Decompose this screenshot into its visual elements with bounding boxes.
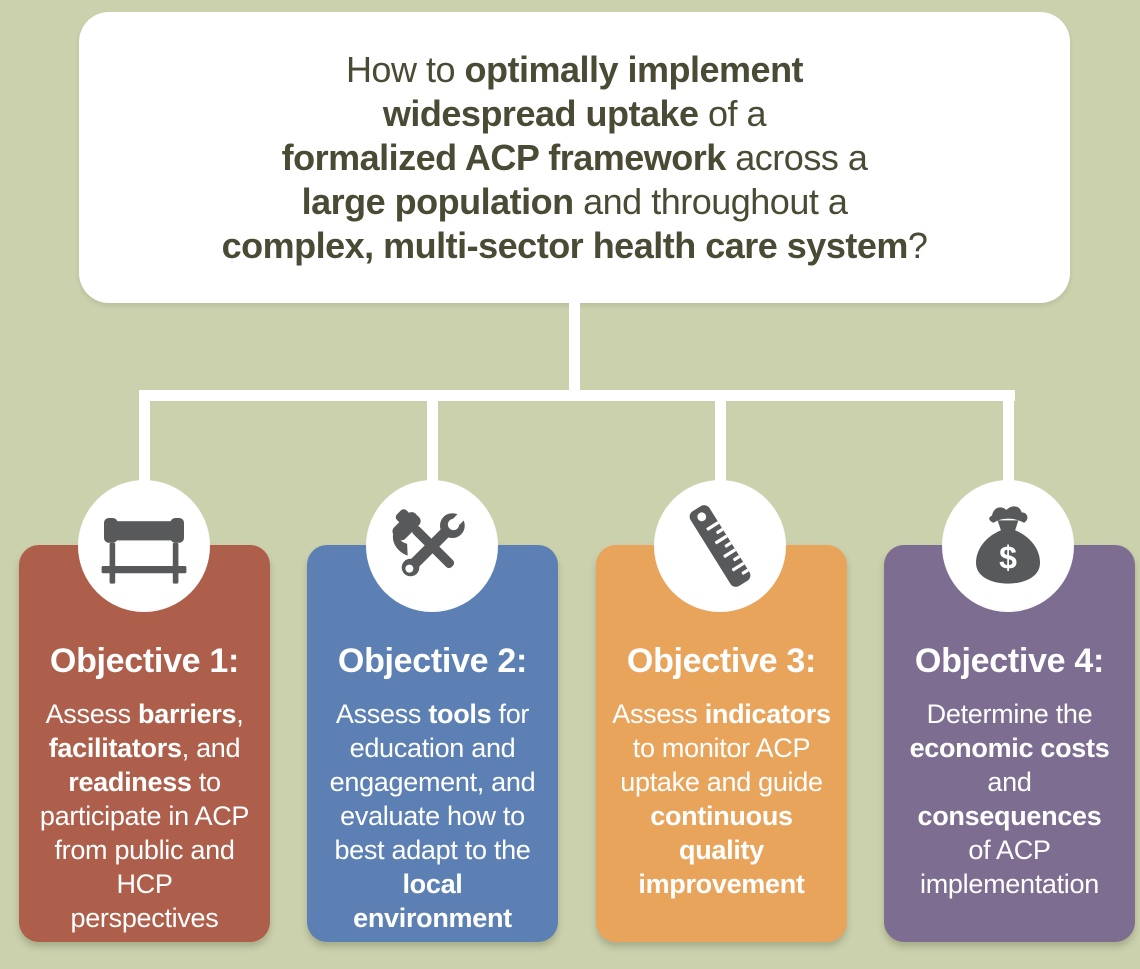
connector-stem xyxy=(569,300,580,395)
ruler-icon xyxy=(689,505,751,587)
tools-icon xyxy=(392,508,470,577)
objective-3-heading: Objective 3: xyxy=(626,642,817,680)
connector-drop-2 xyxy=(427,395,438,490)
connector-drop-4 xyxy=(1003,395,1014,490)
objective-2-heading: Objective 2: xyxy=(337,642,528,680)
objective-4-heading: Objective 4: xyxy=(914,642,1105,680)
connector-horizontal xyxy=(139,390,1015,401)
objective-4-icon-circle: $ xyxy=(942,480,1074,612)
money-bag-icon: $ xyxy=(976,506,1040,584)
connector-drop-3 xyxy=(715,395,726,490)
objective-1-heading: Objective 1: xyxy=(49,642,240,680)
objective-3-icon-circle xyxy=(654,480,786,612)
objective-1-icon-circle xyxy=(78,480,210,612)
objective-2-icon-circle xyxy=(366,480,498,612)
connector-drop-1 xyxy=(139,395,150,490)
barrier-icon xyxy=(101,518,187,584)
svg-text:$: $ xyxy=(999,539,1017,575)
